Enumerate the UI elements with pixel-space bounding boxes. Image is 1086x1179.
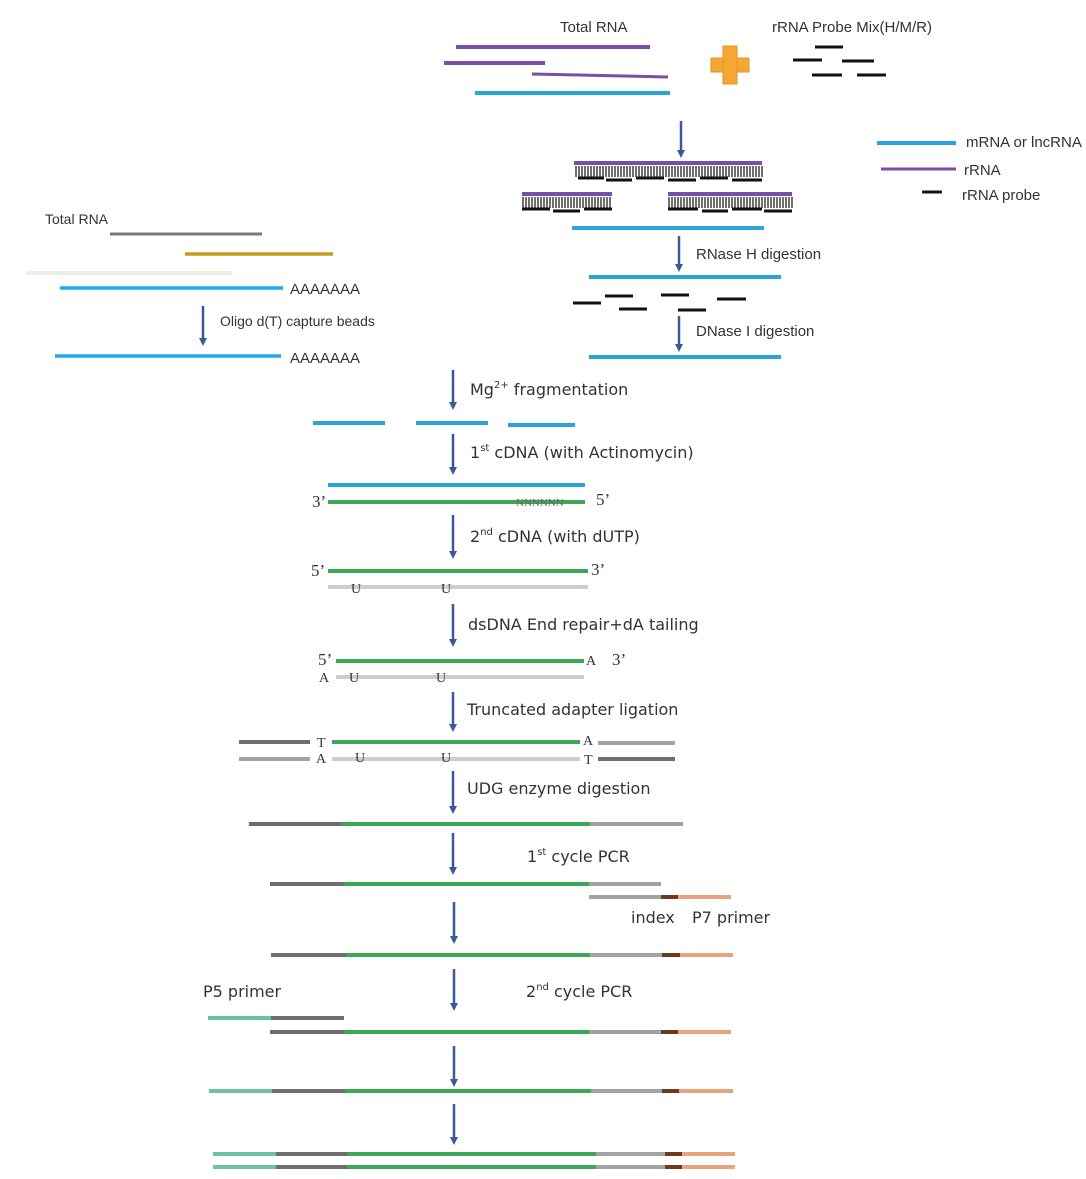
pcr2-product [208,1016,731,1034]
five-prime-end: 5’ [596,490,610,509]
adapter-ligation-label: Truncated adapter ligation [466,700,678,719]
rnase-h-label: RNase H digestion [696,246,821,263]
probe-mix [793,45,886,77]
legend-mrna-label: mRNA or lncRNA [966,134,1082,151]
oligo-dt-label: Oligo d(T) capture beads [220,313,375,329]
ligated-product [239,740,675,761]
uracil-mark: U [436,671,446,686]
digested-probes [573,293,746,312]
final-library [213,1152,735,1169]
legend: mRNA or lncRNA rRNA rRNA probe [877,134,1082,204]
p7-primer-label: P7 primer [692,908,771,927]
legend-rrna-label: rRNA [964,162,1001,179]
polya-tail: AAAAAAA [290,281,360,298]
five-prime-end: 5’ [311,561,325,580]
uracil-mark: U [441,751,451,766]
uracil-mark: U [349,671,359,686]
index-label: index [631,908,675,927]
end-repair-label: dsDNA End repair+dA tailing [468,615,699,634]
rrna-probe-hybrid [522,161,793,230]
legend-probe-label: rRNA probe [962,187,1040,204]
pcr1-product [270,882,731,899]
plus-icon [710,45,750,85]
a-overhang: A [586,654,597,669]
udg-label: UDG enzyme digestion [467,779,650,798]
t-overhang: T [317,736,326,751]
polya-tail: AAAAAAA [290,350,360,367]
dnase-label: DNase I digestion [696,323,814,340]
five-prime-end: 5’ [318,650,332,669]
rrna-strand [531,72,669,79]
second-pcr-label: 2nd cycle PCR [526,982,632,1001]
uracil-mark: U [351,582,361,597]
a-overhang: A [319,671,330,686]
second-cdna-label: 2nd cDNA (with dUTP) [470,527,640,546]
three-prime-end: 3’ [591,560,605,579]
total-rna-label-left: Total RNA [45,211,109,227]
random-primer: NNNNNN [516,497,564,509]
a-overhang: A [316,752,327,767]
p5-primer-label: P5 primer [203,982,282,1001]
three-prime-end: 3’ [612,650,626,669]
uracil-mark: U [355,751,365,766]
rna-fragments [313,421,575,427]
a-overhang: A [583,734,594,749]
first-pcr-label: 1st cycle PCR [527,847,630,866]
three-prime-end: 3’ [312,492,326,511]
first-cdna-label: 1st cDNA (with Actinomycin) [470,443,694,462]
total-rna-label-right: Total RNA [560,19,628,36]
mg-fragmentation-label: Mg2+ fragmentation [470,380,628,399]
uracil-mark: U [441,582,451,597]
probe-mix-label: rRNA Probe Mix(H/M/R) [772,19,932,36]
t-overhang: T [584,753,593,768]
